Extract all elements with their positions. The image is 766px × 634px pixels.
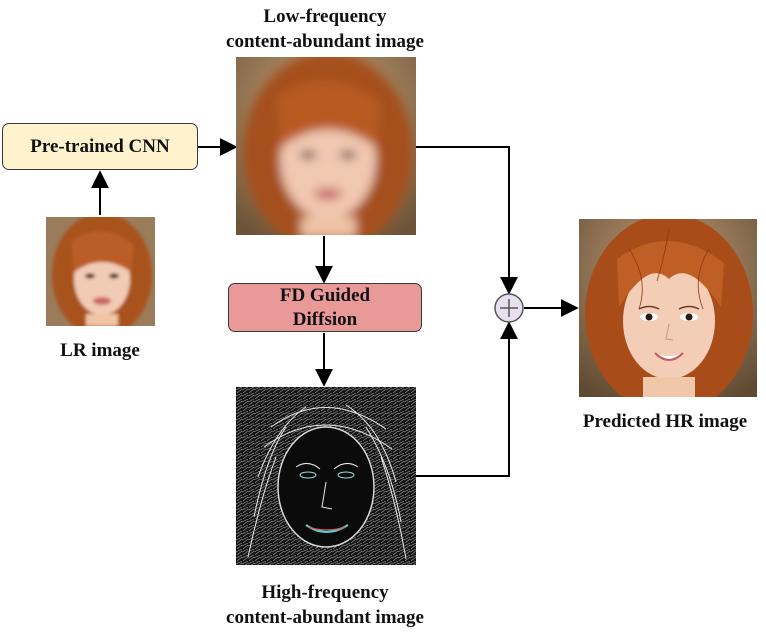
- predicted-hr-label: Predicted HR image: [582, 411, 748, 432]
- fd-guided-label-line1: FD Guided: [279, 284, 371, 306]
- high-frequency-image: [236, 387, 416, 565]
- circle-plus-icon: [494, 293, 524, 323]
- high-frequency-label-line2: content-abundant image: [226, 607, 424, 628]
- lr-image: [46, 217, 155, 326]
- fd-guided-label-line2: Diffsion: [292, 308, 358, 330]
- fd-guided-diffusion-box: FD Guided Diffsion: [228, 283, 422, 332]
- low-frequency-label: Low-frequency content-abundant image: [180, 4, 470, 54]
- predicted-hr-image: [579, 219, 757, 397]
- high-frequency-label-line1: High-frequency: [261, 582, 389, 603]
- pretrained-cnn-box: Pre-trained CNN: [2, 123, 198, 170]
- low-frequency-label-line2: content-abundant image: [226, 31, 424, 52]
- arrow-highfreq-to-sum: [416, 321, 518, 477]
- low-frequency-image: [236, 57, 416, 235]
- lr-image-label: LR image: [60, 340, 140, 361]
- high-frequency-label: High-frequency content-abundant image: [180, 580, 470, 630]
- low-frequency-label-line1: Low-frequency: [263, 6, 387, 27]
- pretrained-cnn-label: Pre-trained CNN: [30, 135, 170, 157]
- arrow-lowfreq-to-sum: [416, 146, 518, 295]
